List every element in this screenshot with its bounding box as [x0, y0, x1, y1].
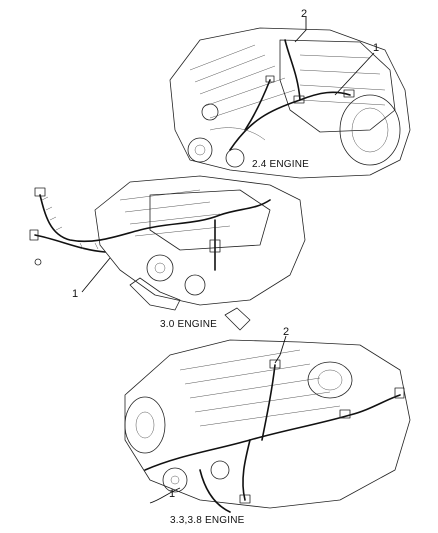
callout-1-middle: 1: [72, 288, 78, 300]
caption-3-0-engine: 3.0 ENGINE: [160, 319, 217, 330]
caption-3-3-3-8-engine: 3.3,3.8 ENGINE: [170, 515, 245, 526]
caption-2-4-engine: 2.4 ENGINE: [252, 159, 309, 170]
engine-2-4-illustration: 2 1 2.4 ENGINE: [169, 8, 411, 179]
callout-2-top: 2: [301, 8, 307, 20]
callout-2-bottom: 2: [283, 326, 289, 338]
engine-3-0-illustration: 1 3.0 ENGINE: [29, 175, 306, 331]
callout-1-top: 1: [373, 42, 379, 54]
engine-3-3-3-8-illustration: 2 1 3.3,3.8 ENGINE: [124, 326, 411, 526]
callout-1-bottom: 1: [169, 488, 175, 500]
